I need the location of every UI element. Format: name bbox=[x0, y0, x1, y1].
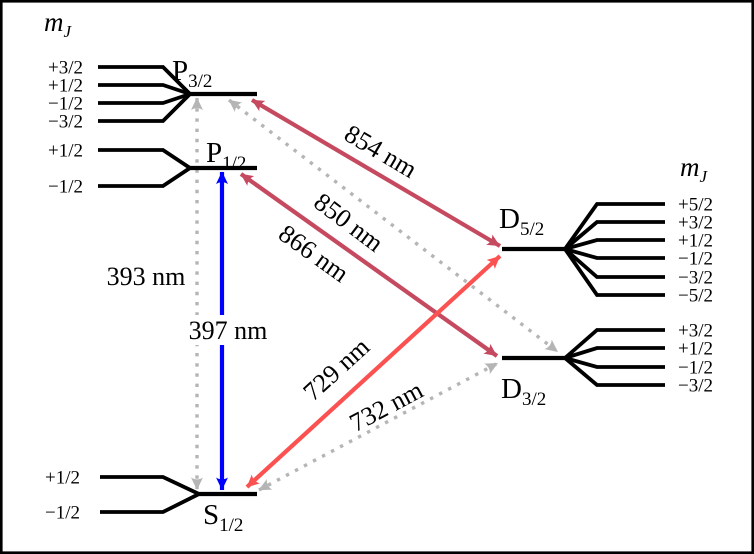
sublevel-line bbox=[564, 247, 665, 260]
mj-sublevel-label: +1/2 bbox=[48, 141, 83, 162]
level-label-S1/2: S1/2 bbox=[203, 499, 243, 536]
sublevel-line bbox=[98, 148, 192, 170]
sublevel-line bbox=[563, 356, 665, 387]
level-D5/2: +5/2+3/2+1/2−1/2−3/2−5/2 D5/2 bbox=[499, 195, 713, 307]
mj-sublevel-label: −1/2 bbox=[678, 249, 713, 270]
mj-sublevel-label: +1/2 bbox=[45, 468, 80, 489]
sublevel-line bbox=[98, 83, 191, 96]
level-label-P1/2: P1/2 bbox=[206, 137, 246, 174]
mj-sublevel-label: +1/2 bbox=[48, 76, 83, 97]
transition-397: 397 nm bbox=[179, 171, 277, 490]
transition-393: 393 nm bbox=[107, 97, 203, 490]
mj-sublevel-label: +1/2 bbox=[678, 339, 713, 360]
mj-sublevel-label: +5/2 bbox=[678, 195, 713, 216]
mj-sublevel-label: −3/2 bbox=[48, 112, 83, 133]
sublevel-line bbox=[98, 65, 192, 96]
sublevel-line bbox=[563, 247, 665, 297]
mj-axis-label: mJ bbox=[44, 7, 73, 41]
mj-sublevel-label: +1/2 bbox=[678, 231, 713, 252]
mj-sublevel-label: +3/2 bbox=[678, 321, 713, 342]
sublevel-line bbox=[100, 492, 200, 514]
sublevel-line bbox=[98, 166, 192, 188]
transition-arrow-729 bbox=[245, 254, 502, 489]
sublevel-line bbox=[563, 220, 665, 251]
level-P3/2: +3/2+1/2−1/2−3/2 P3/2 bbox=[48, 55, 257, 133]
wavelength-label-397: 397 nm bbox=[189, 316, 268, 345]
sublevel-line bbox=[100, 475, 200, 496]
sublevel-line bbox=[564, 346, 665, 360]
mj-sublevel-label: +3/2 bbox=[678, 213, 713, 234]
mj-sublevel-label: −1/2 bbox=[48, 94, 83, 115]
sublevel-line bbox=[563, 247, 665, 279]
sublevel-line bbox=[98, 92, 191, 105]
mj-sublevel-label: −1/2 bbox=[48, 177, 83, 198]
sublevel-line bbox=[563, 202, 665, 251]
wavelength-label-393: 393 nm bbox=[107, 262, 186, 291]
level-label-P3/2: P3/2 bbox=[172, 55, 212, 92]
mj-sublevel-label: +3/2 bbox=[48, 58, 83, 79]
level-D3/2: +3/2+1/2−1/2−3/2 D3/2 bbox=[501, 321, 713, 411]
sublevel-line bbox=[564, 356, 665, 369]
sublevel-line bbox=[98, 92, 192, 123]
mj-sublevel-label: −1/2 bbox=[678, 358, 713, 379]
mj-sublevel-label: −5/2 bbox=[678, 286, 713, 307]
sublevel-line bbox=[564, 238, 665, 251]
label-background bbox=[179, 315, 277, 345]
level-S1/2: +1/2 −1/2 S1/2 bbox=[45, 468, 257, 536]
level-label-D3/2: D3/2 bbox=[501, 373, 546, 410]
mj-axis-label: mJ bbox=[680, 152, 709, 186]
mj-sublevel-label: −3/2 bbox=[678, 376, 713, 397]
level-label-D5/2: D5/2 bbox=[499, 203, 544, 240]
level-P1/2: +1/2 −1/2 P1/2 bbox=[48, 137, 257, 198]
mj-sublevel-label: −3/2 bbox=[678, 268, 713, 289]
mj-sublevel-label: −1/2 bbox=[45, 503, 80, 524]
sublevel-line bbox=[563, 328, 665, 360]
